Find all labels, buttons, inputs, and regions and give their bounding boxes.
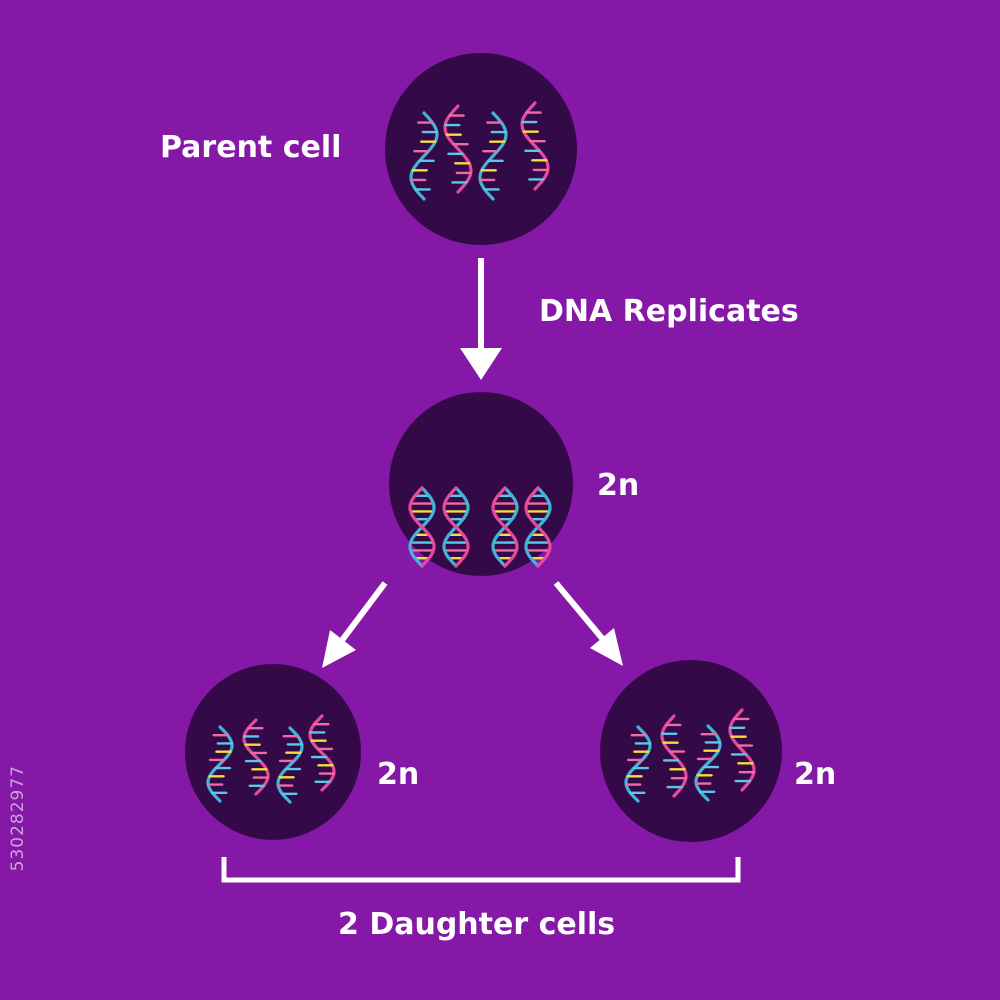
- daughter-cell-left: [185, 664, 361, 840]
- dna-replicates-label: DNA Replicates: [539, 294, 799, 329]
- dna-helix-icon: [276, 726, 304, 804]
- ploidy-label-middle: 2n: [597, 468, 640, 503]
- dna-helix-icon: [206, 725, 234, 803]
- dna-helix-icon: [491, 486, 519, 568]
- dna-helix-icon: [409, 111, 439, 201]
- arrow-icon: [553, 581, 623, 666]
- daughter-bracket: [221, 857, 741, 883]
- dna-helix-icon: [443, 104, 473, 194]
- ploidy-label-left: 2n: [377, 757, 420, 792]
- dna-helix-icon: [442, 486, 470, 568]
- dna-helix-icon: [242, 718, 270, 796]
- side-id-text: 530282977: [8, 765, 28, 872]
- dna-helix-icon: [728, 708, 756, 792]
- dna-helix-icon: [624, 725, 652, 803]
- dna-helix-icon: [524, 486, 552, 568]
- dna-helix-icon: [694, 724, 722, 802]
- parent-cell: [385, 53, 577, 245]
- dna-helix-icon: [308, 714, 336, 792]
- daughter-cells-label: 2 Daughter cells: [338, 907, 616, 942]
- parent-cell-label: Parent cell: [160, 130, 342, 165]
- daughter-cell-right: [600, 660, 782, 842]
- dna-helix-icon: [478, 111, 508, 201]
- arrow-icon: [460, 258, 502, 380]
- replicated-cell: [389, 392, 573, 576]
- arrow-icon: [322, 581, 388, 668]
- dna-helix-icon: [408, 486, 436, 568]
- dna-helix-icon: [520, 101, 550, 191]
- dna-helix-icon: [660, 714, 688, 798]
- ploidy-label-right: 2n: [794, 757, 837, 792]
